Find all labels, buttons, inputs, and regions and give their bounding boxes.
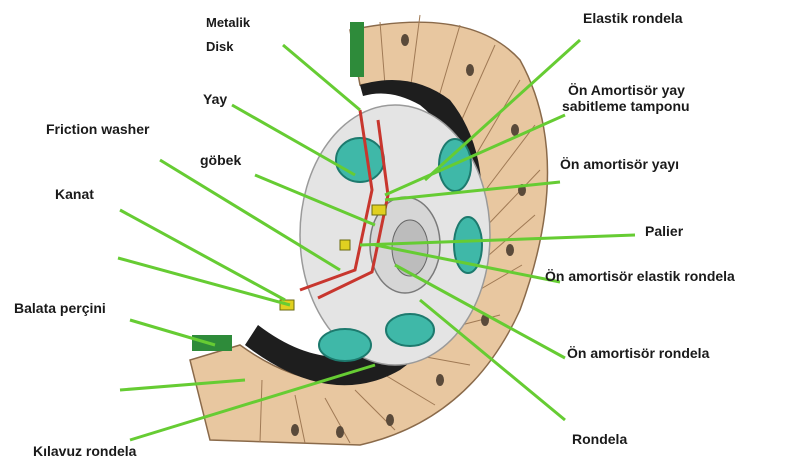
leader-metalik-disk	[283, 45, 360, 110]
label-metalik-disk-line1: Metalik	[206, 14, 250, 31]
green-segment-top	[350, 22, 364, 77]
label-balata-percini: Balata perçini	[14, 300, 106, 317]
label-elastik-rondela: Elastik rondela	[583, 10, 683, 27]
label-metalik-disk-line2: Disk	[206, 38, 233, 55]
label-friction-washer: Friction washer	[46, 121, 149, 138]
label-on-amortisor-yay-line2: sabitleme tamponu	[562, 98, 690, 115]
label-kilavuz-rondela: Kılavuz rondela	[33, 443, 136, 460]
label-kanat: Kanat	[55, 186, 94, 203]
leader-extra-left	[118, 258, 290, 305]
label-yay: Yay	[203, 91, 227, 108]
label-on-amortisor-yay-line1: Ön Amortisör yay	[568, 82, 685, 99]
leader-balata-percini	[130, 320, 215, 345]
label-on-amortisor-elastik-rondela: Ön amortisör elastik rondela	[545, 268, 735, 285]
label-on-amortisor-yayi: Ön amortisör yayı	[560, 156, 679, 173]
label-palier: Palier	[645, 223, 683, 240]
leader-kanat	[120, 210, 285, 300]
label-on-amortisor-rondela: Ön amortisör rondela	[567, 345, 709, 362]
label-gobek: göbek	[200, 152, 241, 169]
label-rondela: Rondela	[572, 431, 627, 448]
